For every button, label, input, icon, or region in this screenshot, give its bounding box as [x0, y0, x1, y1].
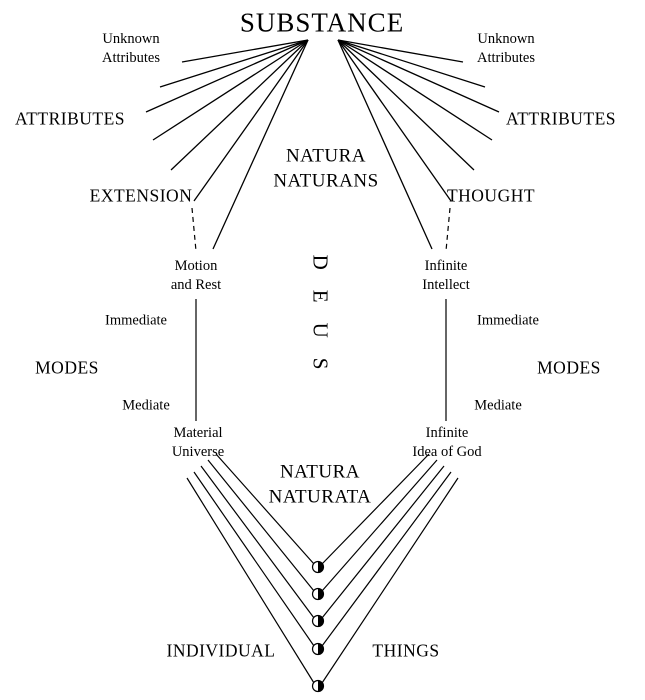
- right-fan-lines: [337, 39, 500, 250]
- fan-line: [337, 39, 464, 63]
- fan-line: [337, 39, 452, 202]
- convergence-line: [215, 453, 315, 565]
- fan-line: [152, 39, 309, 141]
- mediate-left-label: Mediate: [122, 397, 170, 414]
- fan-line: [193, 39, 309, 202]
- convergence-line: [321, 471, 452, 647]
- individual-label: INDIVIDUAL: [166, 640, 276, 661]
- modes-left-label: MODES: [35, 357, 99, 378]
- thought-label: THOUGHT: [446, 185, 536, 206]
- motion-and-rest-label: Motion and Rest: [170, 258, 222, 293]
- convergence-line: [207, 459, 315, 592]
- convergence-line: [321, 453, 430, 565]
- deus-vertical-label: DEUS: [308, 254, 333, 390]
- half-moon-node: [311, 679, 325, 693]
- fan-line: [337, 39, 493, 141]
- right-convergence-lines: [321, 453, 459, 684]
- fan-line: [170, 39, 309, 171]
- half-moon-node: [311, 614, 325, 628]
- fan-line: [181, 39, 309, 63]
- convergence-line: [186, 477, 315, 684]
- immediate-right-label: Immediate: [476, 312, 540, 329]
- fan-line-to-motion: [212, 39, 309, 250]
- half-moon-node: [311, 642, 325, 656]
- left-fan-lines: [145, 39, 309, 250]
- attributes-left-label: ATTRIBUTES: [15, 108, 125, 129]
- fan-line: [145, 39, 309, 113]
- fan-line: [337, 39, 486, 88]
- things-label: THINGS: [372, 640, 440, 661]
- modes-right-label: MODES: [537, 357, 601, 378]
- fan-line: [337, 39, 475, 171]
- convergence-line: [321, 459, 438, 592]
- fan-line-to-intellect: [337, 39, 433, 250]
- thought-to-intellect-dashed-line: [445, 207, 451, 252]
- half-moon-node: [311, 560, 325, 574]
- natura-naturans-label: NATURA NATURANS: [273, 145, 379, 191]
- convergence-line: [321, 477, 459, 684]
- individual-thing-nodes: [311, 560, 325, 693]
- substance-label: SUBSTANCE: [239, 7, 405, 38]
- fan-line: [337, 39, 500, 113]
- left-convergence-lines: [186, 453, 315, 684]
- convergence-line: [193, 471, 315, 647]
- unknown-attributes-left-label: Unknown Attributes: [102, 31, 160, 66]
- natura-naturata-label: NATURA NATURATA: [268, 461, 372, 507]
- attributes-right-label: ATTRIBUTES: [506, 108, 616, 129]
- extension-to-motion-dashed-line: [191, 207, 197, 252]
- extension-label: EXTENSION: [89, 185, 193, 206]
- immediate-left-label: Immediate: [104, 312, 168, 329]
- material-universe-label: Material Universe: [171, 425, 225, 460]
- infinite-intellect-label: Infinite Intellect: [422, 258, 470, 293]
- convergence-line: [321, 465, 445, 619]
- fan-line: [159, 39, 309, 88]
- half-moon-node: [311, 587, 325, 601]
- unknown-attributes-right-label: Unknown Attributes: [477, 31, 535, 66]
- convergence-line: [200, 465, 315, 619]
- mediate-right-label: Mediate: [474, 397, 522, 414]
- infinite-idea-of-god-label: Infinite Idea of God: [412, 425, 482, 460]
